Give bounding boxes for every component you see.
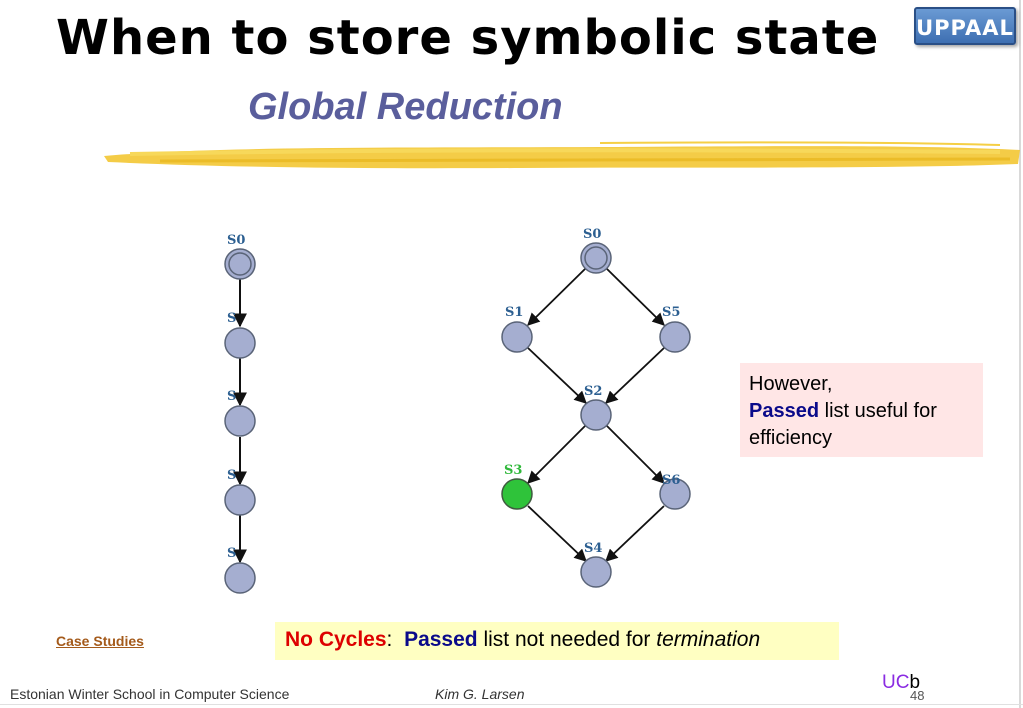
case-studies-link[interactable]: Case Studies: [56, 633, 144, 649]
edge: [605, 505, 665, 562]
state-node: S0: [580, 227, 612, 274]
edge: [605, 347, 665, 404]
state-node: S5: [659, 305, 691, 353]
state-node: S1: [501, 305, 533, 353]
right-state-graph: S0 S1 S5 S2 S3 S6 S4: [501, 227, 691, 588]
note-line-2: Passed list useful for: [749, 398, 974, 425]
state-node: S4: [580, 541, 612, 588]
state-node: S: [224, 546, 256, 594]
edge: [527, 267, 587, 326]
note-line-3: efficiency: [749, 427, 833, 449]
slide-title: When to store symbolic state: [56, 10, 880, 66]
note-line-2-rest: list useful for: [819, 400, 937, 422]
efficiency-note: However, Passed list useful for efficien…: [740, 363, 983, 457]
note-passed: Passed: [749, 400, 820, 422]
slide-bottom-border: [0, 704, 1023, 705]
slide-right-border: [1019, 0, 1021, 708]
node-label: S: [227, 311, 236, 326]
node-label: S: [227, 468, 236, 483]
node-label: S: [227, 546, 236, 561]
no-cycles-text: No Cycles: [285, 628, 387, 651]
edge: [527, 424, 587, 484]
node-label: S: [227, 389, 236, 404]
colon-text: :: [386, 628, 405, 651]
note-line-1: However,: [749, 373, 833, 395]
ucb-uc: UC: [882, 672, 910, 693]
node-label: S0: [227, 233, 245, 248]
highlighter-stroke: [104, 141, 1020, 169]
left-state-graph: S0 S S S S: [224, 233, 256, 594]
state-node: S2: [580, 384, 612, 431]
uppaal-logo: UPPAAL: [914, 7, 1016, 45]
state-node: S: [224, 311, 256, 359]
footer-school: Estonian Winter School in Computer Scien…: [10, 686, 290, 702]
edge: [605, 267, 665, 326]
logo-text: UPPAAL: [916, 16, 1014, 40]
passed-text: Passed: [404, 628, 478, 651]
node-label: S5: [662, 305, 680, 320]
ucb-b: b: [909, 672, 921, 693]
rest-text: list not needed for: [477, 628, 657, 651]
edge: [605, 424, 665, 484]
page-number: 48: [910, 688, 925, 703]
node-label: S0: [583, 227, 601, 242]
edge: [527, 505, 587, 562]
state-node: S: [224, 468, 256, 516]
node-label: S4: [584, 541, 602, 556]
node-label: S6: [662, 473, 680, 488]
termination-note: No Cycles: Passed list not needed for te…: [275, 622, 839, 660]
slide-subtitle: Global Reduction: [248, 86, 563, 128]
node-label: S1: [505, 305, 523, 320]
node-label: S2: [584, 384, 602, 399]
termination-text: termination: [656, 628, 761, 651]
edge: [527, 347, 587, 404]
state-node: S: [224, 389, 256, 437]
state-node-highlighted: S3: [501, 463, 533, 510]
ucb-logo: UCb: [882, 672, 920, 694]
footer-author: Kim G. Larsen: [435, 686, 525, 702]
state-node: S0: [224, 233, 256, 280]
state-node: S6: [659, 473, 691, 510]
node-label: S3: [504, 463, 522, 478]
